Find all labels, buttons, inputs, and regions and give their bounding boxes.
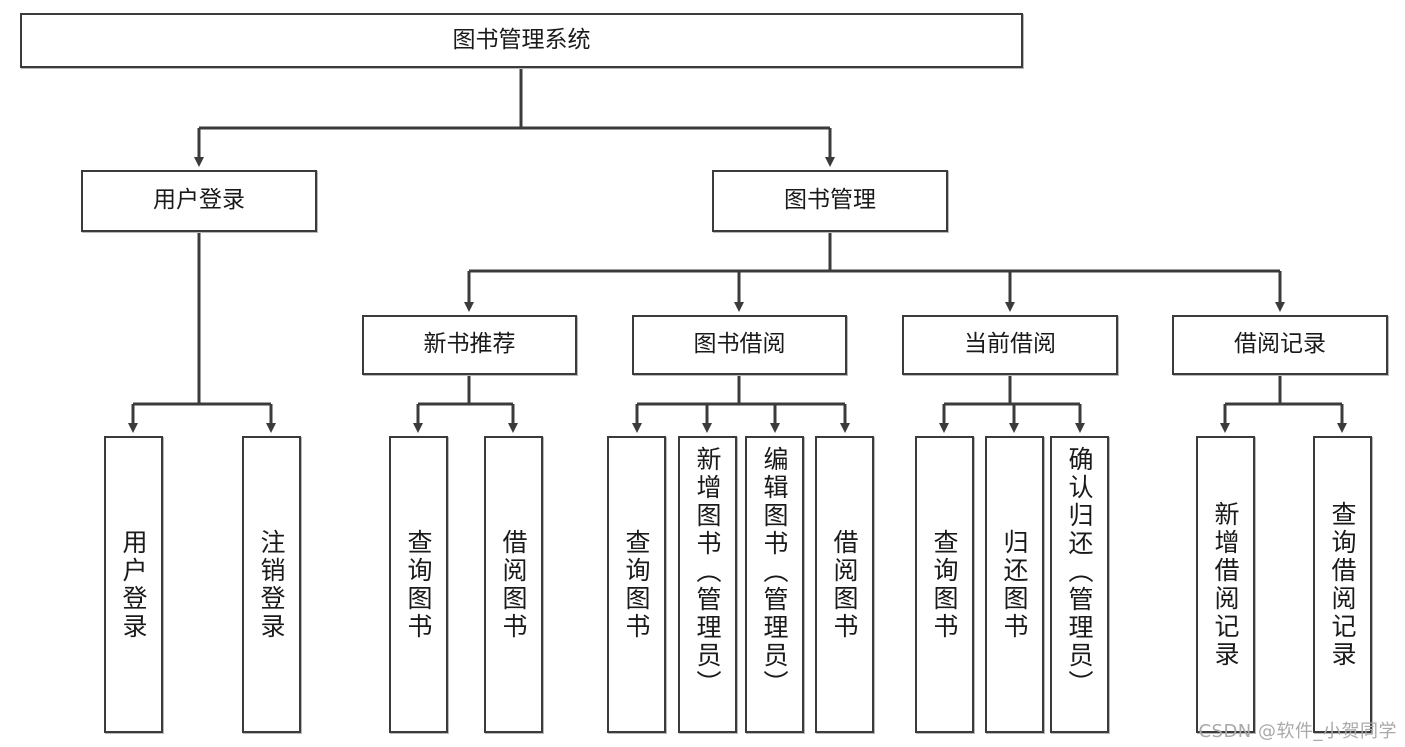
node-label: 图书管理	[784, 187, 876, 214]
leaf-user-login-logout[interactable]: 注销登录	[242, 436, 301, 733]
leaf-record-add-record[interactable]: 新增借阅记录	[1196, 436, 1255, 733]
node-system-root[interactable]: 图书管理系统	[20, 13, 1023, 68]
node-label: 用户登录	[153, 187, 245, 214]
node-book-management[interactable]: 图书管理	[712, 170, 948, 232]
node-label: 编辑图书（管理员）	[760, 446, 789, 698]
node-label: 查询图书	[622, 528, 651, 641]
leaf-recommend-borrow-book[interactable]: 借阅图书	[484, 436, 543, 733]
leaf-user-login-login[interactable]: 用户登录	[104, 436, 163, 733]
node-label: 查询图书	[930, 528, 959, 641]
leaf-current-query-book[interactable]: 查询图书	[915, 436, 974, 733]
leaf-borrow-add-book-admin[interactable]: 新增图书（管理员）	[678, 436, 737, 733]
node-label: 图书借阅	[693, 331, 786, 358]
node-label: 当前借阅	[964, 331, 1056, 358]
node-label: 查询借阅记录	[1328, 500, 1357, 669]
node-label: 新书推荐	[423, 331, 516, 358]
node-label: 注销登录	[257, 528, 286, 641]
node-label: 图书管理系统	[452, 26, 591, 53]
node-label: 借阅记录	[1234, 331, 1326, 358]
leaf-recommend-query-book[interactable]: 查询图书	[389, 436, 448, 733]
node-label: 新增借阅记录	[1211, 500, 1240, 669]
node-label: 借阅图书	[499, 528, 528, 641]
leaf-record-query-record[interactable]: 查询借阅记录	[1313, 436, 1372, 733]
node-label: 新增图书（管理员）	[693, 446, 722, 698]
node-borrow-record[interactable]: 借阅记录	[1172, 315, 1388, 375]
leaf-current-confirm-return-admin[interactable]: 确认归还（管理员）	[1050, 436, 1109, 733]
node-new-book-recommend[interactable]: 新书推荐	[362, 315, 577, 375]
leaf-borrow-query-book[interactable]: 查询图书	[607, 436, 666, 733]
node-user-login[interactable]: 用户登录	[81, 170, 317, 232]
node-label: 查询图书	[404, 528, 433, 641]
node-label: 归还图书	[1000, 528, 1029, 641]
node-book-borrow[interactable]: 图书借阅	[632, 315, 847, 375]
leaf-borrow-borrow-book[interactable]: 借阅图书	[815, 436, 874, 733]
node-label: 用户登录	[119, 528, 148, 641]
node-label: 借阅图书	[830, 528, 859, 641]
leaf-current-return-book[interactable]: 归还图书	[985, 436, 1044, 733]
node-label: 确认归还（管理员）	[1065, 446, 1094, 698]
node-current-borrow[interactable]: 当前借阅	[902, 315, 1118, 375]
leaf-borrow-edit-book-admin[interactable]: 编辑图书（管理员）	[745, 436, 804, 733]
